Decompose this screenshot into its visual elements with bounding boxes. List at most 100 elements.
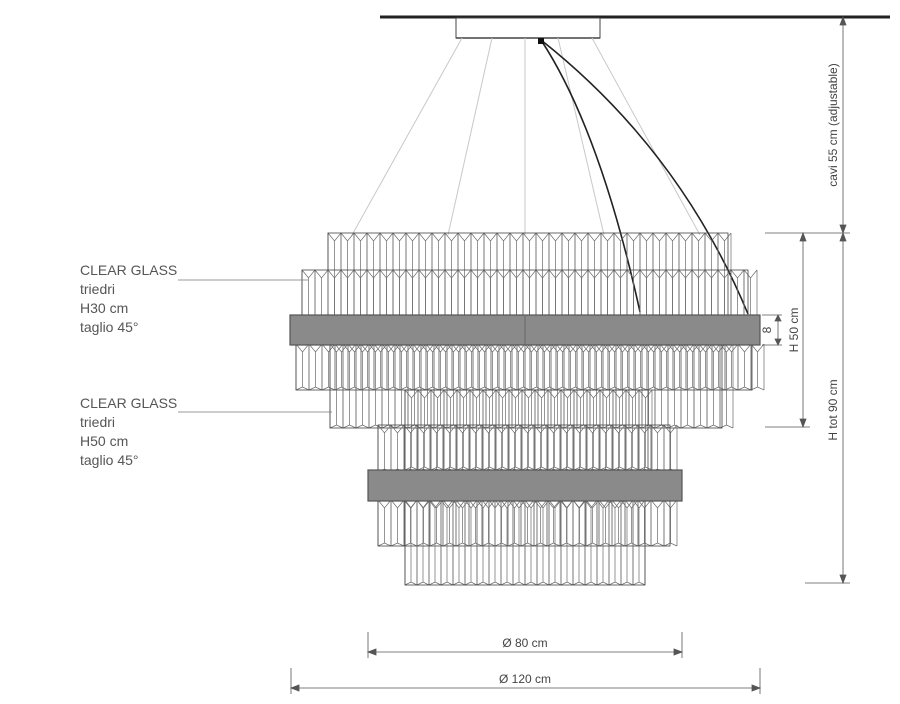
- lower-glass-shape: triedri: [80, 414, 116, 430]
- crystal-prism: [429, 424, 444, 473]
- crystal-prism: [472, 343, 487, 429]
- crystal-prism: [537, 343, 552, 429]
- crystal-prism: [534, 389, 549, 471]
- crystal-prism: [508, 389, 523, 471]
- upper-glass-shape: triedri: [80, 281, 116, 297]
- inner-crystal-row: [404, 389, 653, 471]
- crystal-prism: [546, 424, 561, 473]
- crystal-prism: [730, 269, 745, 319]
- crystal-prism: [560, 389, 575, 471]
- crystal-prism: [381, 343, 396, 429]
- crystal-prism: [342, 343, 357, 429]
- crystal-prism: [750, 343, 765, 391]
- crystal-row-outline: [301, 269, 749, 319]
- crystal-prism: [455, 424, 470, 473]
- crystal-row-outline: [327, 232, 729, 319]
- upper-diameter-dimension: [289, 668, 762, 694]
- crystal-prism: [598, 499, 613, 547]
- crystal-prism: [390, 424, 405, 473]
- crystal-prism: [433, 343, 448, 429]
- crystal-prism: [308, 343, 323, 391]
- crystal-prism: [548, 499, 562, 586]
- crystal-prism: [485, 343, 500, 429]
- crystal-prism: [550, 343, 565, 429]
- crystal-prism: [572, 499, 586, 586]
- crystal-prism: [368, 343, 383, 429]
- cable-clamp: [538, 38, 544, 44]
- crystal-prism: [584, 499, 598, 586]
- lower-glass-cut: taglio 45°: [80, 452, 139, 468]
- upper-glass-height: H30 cm: [80, 300, 129, 316]
- lower-glass-annotation: CLEAR GLASS triedri H50 cm taglio 45°: [80, 394, 177, 470]
- band-height-label: 8: [760, 326, 774, 333]
- crystal-prism: [416, 499, 430, 586]
- crystal-prism: [314, 269, 329, 319]
- upper-tier-height-label: H 50 cm: [787, 308, 801, 353]
- crystal-prism: [637, 424, 652, 473]
- crystal-prism: [524, 499, 538, 586]
- crystal-prism: [598, 424, 613, 473]
- crystal-prism: [443, 389, 458, 471]
- crystal-prism: [559, 424, 574, 473]
- upper-glass-annotation: CLEAR GLASS triedri H30 cm taglio 45°: [80, 261, 177, 337]
- crystal-prism: [680, 343, 695, 429]
- crystal-prism: [547, 389, 562, 471]
- power-cable: [540, 39, 641, 313]
- crystal-prism: [608, 499, 622, 586]
- lower-diameter-dimension: [366, 632, 684, 658]
- crystal-prism: [632, 499, 646, 586]
- upper-glass-cut: taglio 45°: [80, 319, 139, 335]
- crystal-prism: [321, 343, 336, 391]
- power-cable-loop: [540, 39, 749, 315]
- crystal-prism: [663, 499, 678, 547]
- upper-glass-material: CLEAR GLASS: [80, 262, 178, 278]
- crystal-prism: [589, 343, 604, 429]
- crystal-prism: [667, 343, 682, 429]
- crystal-row-outline: [404, 389, 649, 471]
- lower-diameter-label: Ø 80 cm: [502, 636, 547, 650]
- crystal-prism: [377, 499, 392, 547]
- crystal-prism: [404, 499, 418, 586]
- crystal-prism: [329, 343, 344, 429]
- crystal-prism: [498, 343, 513, 429]
- crystal-prism: [511, 343, 526, 429]
- crystal-prism: [507, 424, 522, 473]
- crystal-prism: [452, 499, 466, 586]
- crystal-prism: [602, 343, 617, 429]
- upper-tier-height-dimension: [765, 231, 810, 429]
- crystal-prism: [494, 424, 509, 473]
- band-height-dimension: [762, 314, 782, 346]
- total-height-dimension: [805, 231, 850, 585]
- crystal-prism: [420, 343, 435, 429]
- crystal-prism: [650, 499, 665, 547]
- upper-mid-crystal-row: [301, 269, 758, 319]
- crystal-prism: [404, 389, 419, 471]
- crystal-prism: [482, 389, 497, 471]
- crystal-prism: [654, 343, 669, 429]
- crystal-prism: [416, 424, 431, 473]
- crystal-prism: [663, 424, 678, 473]
- total-height-label: H tot 90 cm: [826, 379, 840, 440]
- crystal-prism: [295, 343, 310, 391]
- lower-metal-band: [367, 469, 683, 502]
- upper-bottom-crystal-row: [329, 343, 734, 429]
- crystal-prism: [456, 389, 471, 471]
- crystal-prism: [641, 343, 656, 429]
- crystal-prism: [737, 343, 752, 391]
- crystal-prism: [459, 343, 474, 429]
- crystal-prism: [572, 424, 587, 473]
- crystal-prism: [403, 424, 418, 473]
- lower-glass-material: CLEAR GLASS: [80, 395, 178, 411]
- crystal-prism: [428, 499, 442, 586]
- crystal-prism: [377, 424, 392, 473]
- crystal-prism: [615, 343, 630, 429]
- crystal-prism: [520, 424, 535, 473]
- crystal-prism: [417, 389, 432, 471]
- crystal-prism: [390, 499, 405, 547]
- lower-glass-height: H50 cm: [80, 433, 129, 449]
- crystal-prism: [301, 269, 316, 319]
- crystal-prism: [446, 343, 461, 429]
- crystal-prism: [706, 343, 721, 429]
